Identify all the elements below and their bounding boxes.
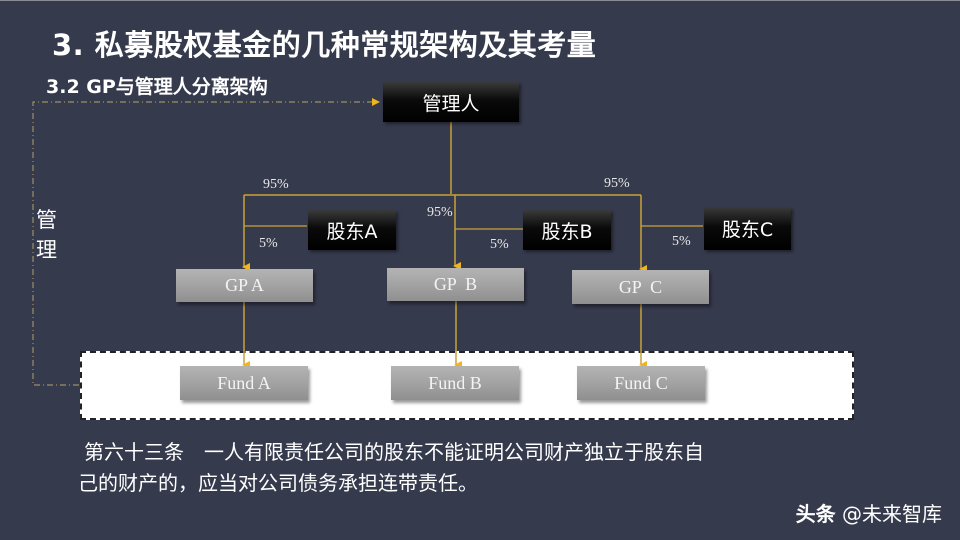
shareholder-b-label: 股东B [541,220,593,243]
legal-article: 第六十三条 一人有限责任公司的股东不能证明公司财产独立于股东自 己的财产的，应当… [78,437,848,499]
slide-subtitle: 3.2 GP与管理人分离架构 [46,76,268,98]
gp-c-label: GP C [618,276,663,297]
article-line-1: 第六十三条 一人有限责任公司的股东不能证明公司财产独立于股东自 [84,440,704,464]
watermark-brand: 头条 [795,502,836,526]
pct-manager-gp-b: 95% [427,205,453,220]
pct-manager-gp-c: 95% [604,176,630,191]
fund-b-box: Fund B [391,366,519,400]
fund-b-label: Fund B [428,372,482,393]
watermark-handle: @未来智库 [842,502,942,526]
article-line-2: 己的财产的，应当对公司债务承担连带责任。 [78,471,478,495]
manager-box: 管理人 [383,82,519,122]
management-side-label: 管理 [36,208,57,262]
gp-a-box: GP A [176,269,313,302]
shareholder-c-box: 股东C [704,207,791,250]
fund-c-label: Fund C [614,372,668,393]
shareholder-b-box: 股东B [523,210,611,250]
gp-a-label: GP A [225,275,264,295]
top-border [0,0,960,1]
fund-a-label: Fund A [217,372,271,393]
watermark: 头条 @未来智库 [796,498,942,527]
gp-b-box: GP B [387,268,524,301]
slide-title: 3. 私募股权基金的几种常规架构及其考量 [52,28,597,62]
fund-c-box: Fund C [577,366,705,400]
pct-shareholder-a: 5% [259,236,278,251]
pct-shareholder-b: 5% [490,237,509,252]
pct-manager-gp-a: 95% [263,177,289,192]
gp-c-box: GP C [572,270,709,304]
gp-b-label: GP B [433,274,478,294]
manager-label: 管理人 [422,92,480,115]
shareholder-a-box: 股东A [308,210,396,250]
shareholder-a-label: 股东A [326,220,378,243]
fund-a-box: Fund A [180,366,308,400]
pct-shareholder-c: 5% [672,234,691,249]
shareholder-c-label: 股东C [721,219,774,241]
